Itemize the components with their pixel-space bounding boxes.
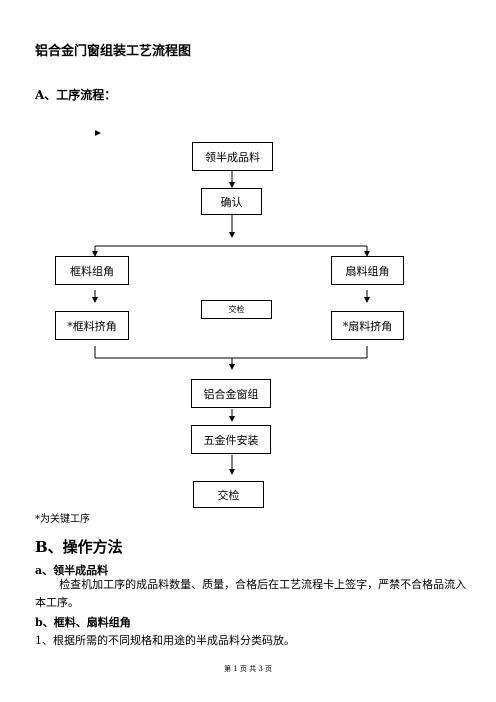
section-a-heading: A、工序流程： bbox=[35, 88, 117, 102]
flow-step-frame-squeeze: *框料挤角 bbox=[55, 311, 129, 340]
flow-step-receive: 领半成品料 bbox=[192, 142, 273, 171]
item-1-text: 1、根据所需的不同规格和用途的半成品料分类码放。 bbox=[35, 634, 295, 647]
flow-step-sash-squeeze: *扇料挤角 bbox=[331, 311, 404, 340]
flow-step-hardware-install: 五金件安装 bbox=[191, 425, 271, 454]
page-footer: 第 1 页 共 3 页 bbox=[223, 665, 273, 673]
flow-step-confirm: 确认 bbox=[201, 188, 262, 215]
section-b-heading: B、操作方法 bbox=[35, 538, 123, 556]
flow-step-frame-corner: 框料组角 bbox=[55, 256, 129, 285]
sub-a-paragraph: 检查机加工序的成品料数量、质量，合格后在工艺流程卡上签字，严禁不合格品流入本工序… bbox=[35, 578, 467, 609]
flow-step-check-small: 交检 bbox=[201, 300, 272, 319]
sub-heading-a: a、领半成品料 bbox=[35, 564, 109, 577]
sub-heading-b: b、框料、扇料组角 bbox=[35, 616, 131, 629]
flow-step-sash-corner: 扇料组角 bbox=[331, 256, 404, 285]
key-process-note: *为关键工序 bbox=[35, 514, 90, 525]
page-title: 铝合金门窗组装工艺流程图 bbox=[35, 44, 192, 59]
stray-arrow-icon bbox=[95, 130, 101, 136]
flow-step-window-assembly: 铝合金窗组 bbox=[191, 379, 271, 408]
flow-step-handover-check: 交检 bbox=[193, 481, 264, 508]
